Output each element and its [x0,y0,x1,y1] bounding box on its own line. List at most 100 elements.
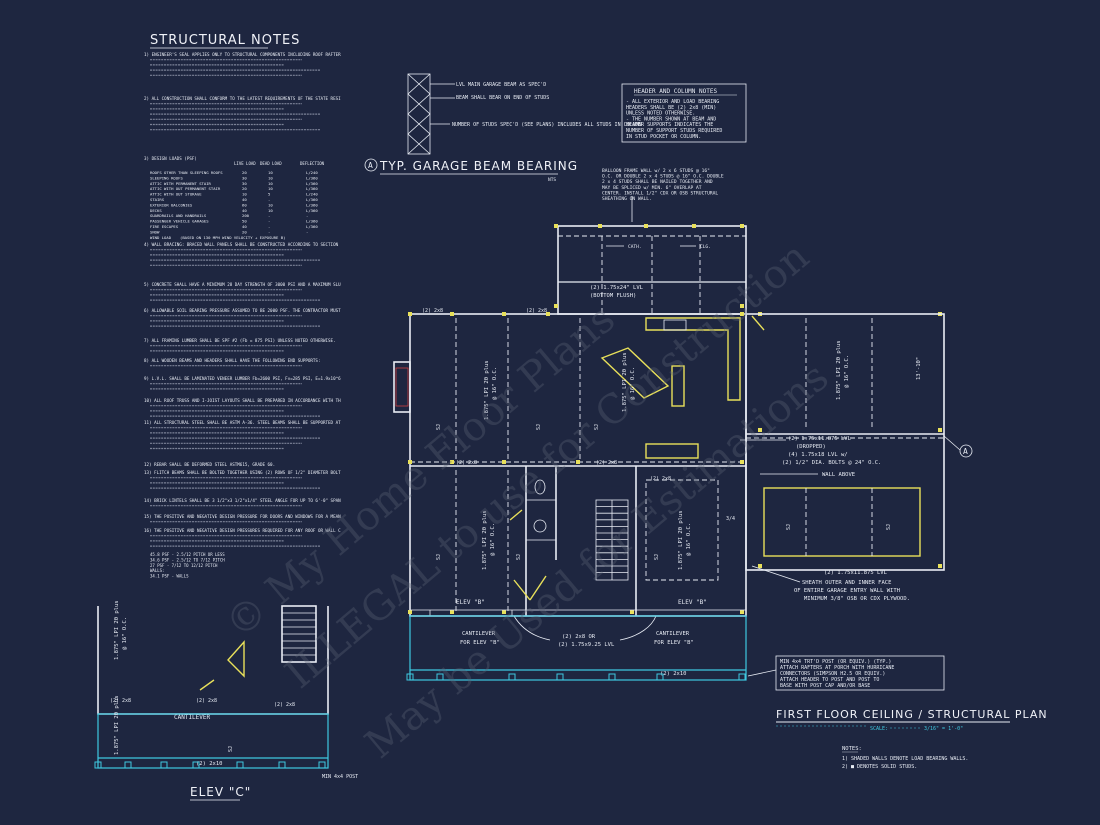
cantilever-left-note: FOR ELEV "B" [460,640,500,646]
loads-row-defl: L/360 [306,219,318,224]
balloon-note-line: BALLOON FRAME WALL w/ 2 x 6 STUDS @ 16" [602,168,710,174]
elev-c-porch [97,713,329,769]
post-note: MIN 4x4 TRT'D POST (OR EQUIV.) (TYP.)ATT… [747,655,945,691]
solid-stud [502,312,506,316]
sj-6: SJ [654,554,660,560]
sj-2: SJ [536,424,542,430]
note-2: 2) ■ DENOTES SOLID STUDS. [842,764,917,770]
balloon-note-line: MAY BE SPLICED w/ MIN. 6" OVERLAP AT [602,185,702,191]
loads-row-label: STAIRS [150,197,165,202]
joist-label-1: 1.875" LPI 20 plus [484,360,490,420]
elev-c-post [94,761,102,769]
loads-row-dead: 10 [268,181,273,186]
garage-door-header [763,487,921,557]
sj-3: SJ [594,424,600,430]
cantilever-right-note: FOR ELEV "B" [654,640,694,646]
notes-tail-line: 34.1 PSF - WALLS [150,574,189,579]
loads-row-live: 40 [242,197,247,202]
fireplace-bump [393,361,411,413]
loads-row-dead: - [268,197,270,202]
kitchen-peninsula [645,443,699,459]
lav-sink [533,519,547,533]
elev-c-post [160,761,168,769]
detail-marker [364,158,378,172]
garage-lvl-w: (4) 1.75x18 LVL w/ [788,452,848,458]
solid-stud [598,224,602,228]
elev-c-door [227,640,245,678]
beam-hatch [407,73,431,155]
garage-joist-label: 1.875" LPI 20 plus [836,340,842,400]
porch-post [738,673,746,681]
solid-stud [938,564,942,568]
solid-stud [408,610,412,614]
notes-item-list: 1) ENGINEER'S SEAL APPLIES ONLY TO STRUC… [144,52,341,547]
garage-joist-oc: @ 16" O.C. [844,355,850,388]
door-swing-1 [513,575,547,601]
solid-stud [692,224,696,228]
hdr-mid-3: (2) 2x8 [650,476,671,482]
toilet [534,479,546,495]
loads-row-label: SLEEPING ROOFS [150,175,183,180]
elev-c-sj: SJ [228,746,234,752]
loads-row-live: 30 [242,181,247,186]
solid-stud [758,428,762,432]
loads-row-label: EXTERIOR BALCONIES [150,202,193,207]
garage-hdr-bottom: (2) 1.75x11.875 LVL [824,570,888,576]
elev-c-joist-oc: @ 16" O.C. [122,617,128,650]
loads-row-live: 20 [242,170,247,175]
elev-b-left: ELEV "B" [456,599,485,606]
elev-c-hdr-1: (2) 2x8 [110,698,131,704]
loads-row-defl: L/360 [306,224,318,229]
notes-item: 14) BRICK LINTELS SHALL BE 3 1/2"x3 1/2"… [144,498,341,503]
sheath-note-3: MINIMUM 3/8" OSB OR CDX PLYWOOD. [804,596,910,602]
loads-row-live: 50 [242,219,247,224]
loads-row-defl: L/360 [306,208,318,213]
door-swing-2 [751,315,765,331]
scale-label: SCALE: [870,726,888,732]
door-swing-3 [509,509,523,521]
solid-stud [554,224,558,228]
structural-notes-title: STRUCTURAL NOTES [150,33,300,48]
sj-1: SJ [436,424,442,430]
joist-label-3: 1.875" LPI 20 plus [482,510,488,570]
solid-stud [740,312,744,316]
beam-section [407,73,431,155]
porch-post [656,673,664,681]
loads-row-dead: - [268,229,270,234]
kitchen-sink [663,319,687,331]
notes-item: 4) WALL BRACING: BRACED WALL PANELS SHAL… [144,242,339,247]
loads-row-defl: L/360 [306,181,318,186]
loads-row-defl: L/360 [306,186,318,191]
joist-oc-1: @ 16" O.C. [492,367,498,400]
elev-c-post [318,761,326,769]
solid-stud [740,224,744,228]
post-note-line: ATTACH RAFTERS AT PORCH WITH HURRICANE [780,665,894,671]
loads-row-dead: 10 [268,202,273,207]
loads-row-live: 30 [242,175,247,180]
loads-row-label: PASSENGER VEHICLE GARAGES [150,219,209,224]
solid-stud [740,610,744,614]
loads-row-label: SNOW [150,229,160,234]
solid-stud [502,460,506,464]
loads-row-defl: L/360 [306,197,318,202]
plan-title: FIRST FLOOR CEILING / STRUCTURAL PLAN [776,708,1048,721]
loads-row-dead: 10 [268,208,273,213]
notes-item: 10) ALL ROOF TRUSS AND I-JOIST LAYOUTS S… [144,398,341,403]
loads-row-defl: L/240 [306,192,318,197]
elev-c-post-note: MIN 4x4 POST [322,774,358,780]
garage-dim: 13'-10" [916,357,922,380]
elev-c-door-2 [199,679,215,691]
dropped-ceiling-area [645,479,719,581]
kitchen-counter [645,317,741,401]
garage-beam-detail: LVL MAIN GARAGE BEAM AS SPEC'D BEAM SHAL… [364,73,642,183]
solid-stud [758,564,762,568]
porch-post [508,673,516,681]
loads-row-label: WIND LOAD [150,235,172,240]
hdr-mid-1: (2) 2x8 [456,460,477,466]
notes-item: 9) L.V.L. SHALL BE LAMINATED VENEER LUMB… [144,376,341,381]
solid-stud [450,460,454,464]
loads-row-live: 40 [242,208,247,213]
notes-item: 7) ALL FRAMING LUMBER SHALL BE SPF #2 (F… [144,338,336,343]
sj-4: SJ [436,554,442,560]
